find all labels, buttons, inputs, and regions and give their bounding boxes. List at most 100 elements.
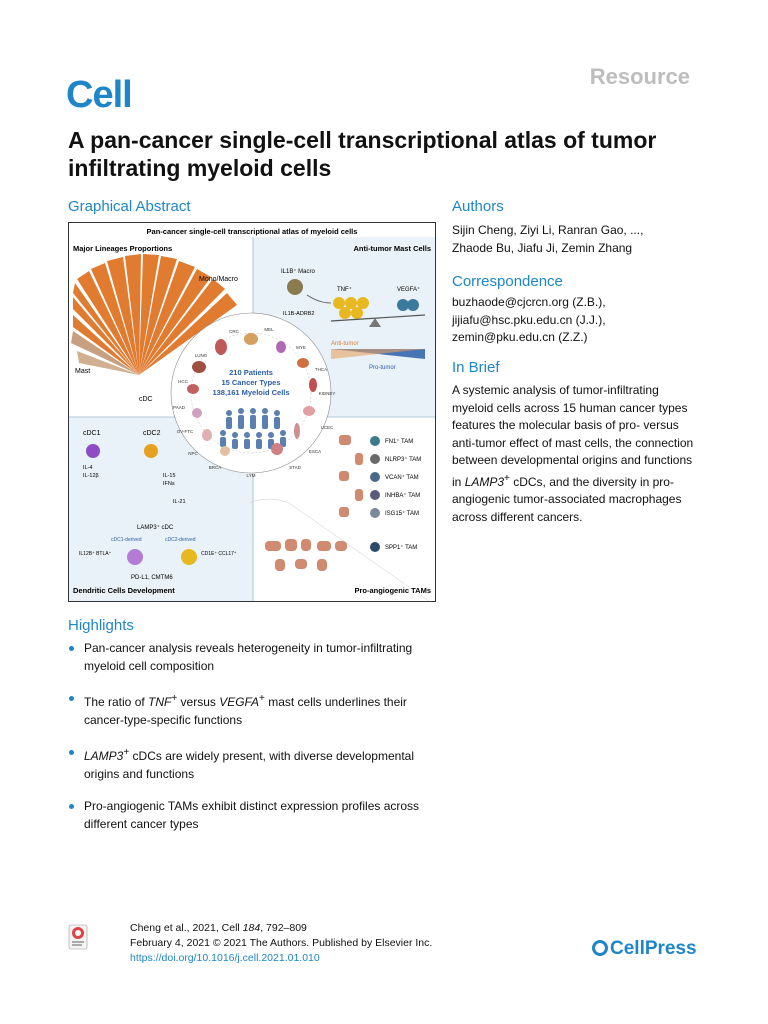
highlights-list: Pan-cancer analysis reveals heterogeneit… <box>68 640 428 848</box>
article-title: A pan-cancer single-cell transcriptional… <box>68 127 657 181</box>
superscript: + <box>504 472 510 484</box>
tam-label: VCAN⁺ TAM <box>385 474 419 481</box>
cdc2-cell-icon <box>144 444 158 458</box>
panel-label: cDC1-derived <box>111 537 142 543</box>
superscript: + <box>123 747 130 758</box>
center-stat: 138,161 Myeloid Cells <box>212 388 289 397</box>
lineage-label: Mast <box>75 368 90 375</box>
authors-line: Zhaode Bu, Jiafu Ji, Zemin Zhang <box>452 240 633 255</box>
tam-list <box>370 436 380 552</box>
cancer-type-label: KIDNEY <box>319 391 336 396</box>
bullet-icon <box>69 646 74 651</box>
quadrant-title: Anti-tumor Mast Cells <box>353 244 431 253</box>
panel-label: cDC2 <box>143 430 161 437</box>
graphical-abstract-figure: Pan-cancer single-cell transcriptional a… <box>69 223 435 601</box>
bullet-icon <box>69 750 74 755</box>
graphical-abstract-heading: Graphical Abstract <box>68 198 191 215</box>
panel-label: cDC2-derived <box>165 537 196 543</box>
cancer-type-label: MEL <box>264 327 274 332</box>
center-stat: 15 Cancer Types <box>221 378 280 387</box>
panel-label: cDC1 <box>83 430 101 437</box>
highlight-item: LAMP3+ cDCs are widely present, with div… <box>68 744 428 783</box>
authors-list: Sijin Cheng, Ziyi Li, Ranran Gao, ..., Z… <box>452 222 702 257</box>
tnf-mast-cells <box>333 297 369 319</box>
quadrant-title: Pro-angiogenic TAMs <box>354 586 431 595</box>
publisher-name: CellPress <box>610 938 697 959</box>
panel-label: TNF⁺ <box>337 286 352 293</box>
quadrant-title: Dendritic Cells Development <box>73 586 175 595</box>
highlight-text: mast cells underlines their cancer-type-… <box>84 695 407 727</box>
cellpress-logo: CellPress <box>592 938 697 960</box>
vegfa-mast-cells <box>397 299 419 311</box>
cancer-type-label: THCA <box>315 367 327 372</box>
correspondence-list: buzhaode@cjcrcn.org (Z.B.), jijiafu@hsc.… <box>452 294 702 347</box>
cancer-type-label: STAD <box>289 465 301 470</box>
panel-label: IL-15 <box>163 473 176 479</box>
correspondence-heading: Correspondence <box>452 273 563 290</box>
panel-label: IFNs <box>163 481 175 487</box>
highlights-heading: Highlights <box>68 617 134 634</box>
panel-label: PD-L1, CMTM6 <box>131 575 173 581</box>
cancer-type-labels: CRC MEL MYE THCA KIDNEY UCEC ESCA STAD L… <box>173 327 335 478</box>
crossmark-icon-graphic <box>68 924 88 950</box>
lamp3-cdc1-cell-icon <box>127 549 143 565</box>
in-brief-part: A systemic analysis of tumor-infiltratin… <box>452 383 694 489</box>
cancer-type-label: ESCA <box>309 449 321 454</box>
panel-label: IL-4 <box>83 465 92 471</box>
lineage-label: Mono/Macro <box>199 276 238 283</box>
cancer-type-label: HCC <box>178 379 188 384</box>
panel-label: Anti-tumor <box>331 341 359 347</box>
cancer-type-label: CRC <box>229 329 239 334</box>
crossmark-icon[interactable] <box>68 924 88 950</box>
macrophage-cell-icon <box>287 279 303 295</box>
superscript: + <box>259 693 265 704</box>
authors-heading: Authors <box>452 198 504 215</box>
in-brief-part: cDCs, and the diversity in pro-angiogeni… <box>452 474 682 524</box>
cdc1-cell-icon <box>86 444 100 458</box>
gene-name: LAMP3 <box>464 474 505 489</box>
panel-label: IL1B-ADRB2 <box>283 311 315 317</box>
gene-name: LAMP3 <box>84 749 124 763</box>
volume: 184 <box>242 922 261 934</box>
highlight-item: Pro-angiogenic TAMs exhibit distinct exp… <box>68 798 428 833</box>
tam-label: INHBA⁺ TAM <box>385 492 420 499</box>
highlight-item: Pan-cancer analysis reveals heterogeneit… <box>68 640 428 675</box>
citation-footer: Cheng et al., 2021, Cell 184, 792–809 Fe… <box>130 921 432 966</box>
tam-label: SPP1⁺ TAM <box>385 544 417 551</box>
bullet-icon <box>69 804 74 809</box>
doi-link[interactable]: https://doi.org/10.1016/j.cell.2021.01.0… <box>130 952 320 964</box>
highlight-text: The ratio of <box>84 695 149 709</box>
figure-title: Pan-cancer single-cell transcriptional a… <box>147 227 358 236</box>
panel-label: IL1B⁺ Macro <box>281 268 316 275</box>
lamp3-cdc2-cell-icon <box>181 549 197 565</box>
journal-logo: Cell <box>66 74 133 116</box>
article-type: Resource <box>589 64 690 89</box>
balance-fulcrum <box>369 318 381 327</box>
center-stat: 210 Patients <box>229 368 273 377</box>
email-link[interactable]: buzhaode@cjcrcn.org (Z.B.), <box>452 295 606 309</box>
panel-label: VEGFA⁺ <box>397 286 420 293</box>
gene-name: TNF <box>148 695 172 709</box>
cancer-type-label: NPC <box>188 451 198 456</box>
panel-label: IL12B⁺ BTLA⁺ <box>79 551 112 557</box>
email-link[interactable]: jijiafu@hsc.pku.edu.cn (J.J.), <box>452 312 606 327</box>
tam-label: ISG15⁺ TAM <box>385 510 419 517</box>
cancer-type-label: PAAD <box>173 405 186 410</box>
authors-line: Sijin Cheng, Ziyi Li, Ranran Gao, ..., <box>452 223 644 237</box>
lineage-label: cDC <box>139 396 153 403</box>
in-brief-heading: In Brief <box>452 359 500 376</box>
panel-label: IL-21 <box>173 499 186 505</box>
highlight-item: The ratio of TNF+ versus VEGFA+ mast cel… <box>68 690 428 729</box>
citation: Cheng et al., 2021, Cell 184, 792–809 <box>130 921 432 936</box>
cancer-type-label: MYE <box>296 345 306 350</box>
in-brief-text: A systemic analysis of tumor-infiltratin… <box>452 382 702 526</box>
panel-label: Pro-tumor <box>369 365 396 371</box>
cancer-type-label: UCEC <box>321 425 335 430</box>
citation-pages: , 792–809 <box>260 922 307 934</box>
highlight-text: Pan-cancer analysis reveals heterogeneit… <box>84 641 413 673</box>
email-link[interactable]: zemin@pku.edu.cn (Z.Z.) <box>452 330 588 344</box>
publication-date: February 4, 2021 © 2021 The Authors. Pub… <box>130 937 433 949</box>
tam-label: NLRP3⁺ TAM <box>385 456 421 463</box>
highlight-text: versus <box>177 695 220 709</box>
graphical-abstract: Pan-cancer single-cell transcriptional a… <box>68 222 436 602</box>
